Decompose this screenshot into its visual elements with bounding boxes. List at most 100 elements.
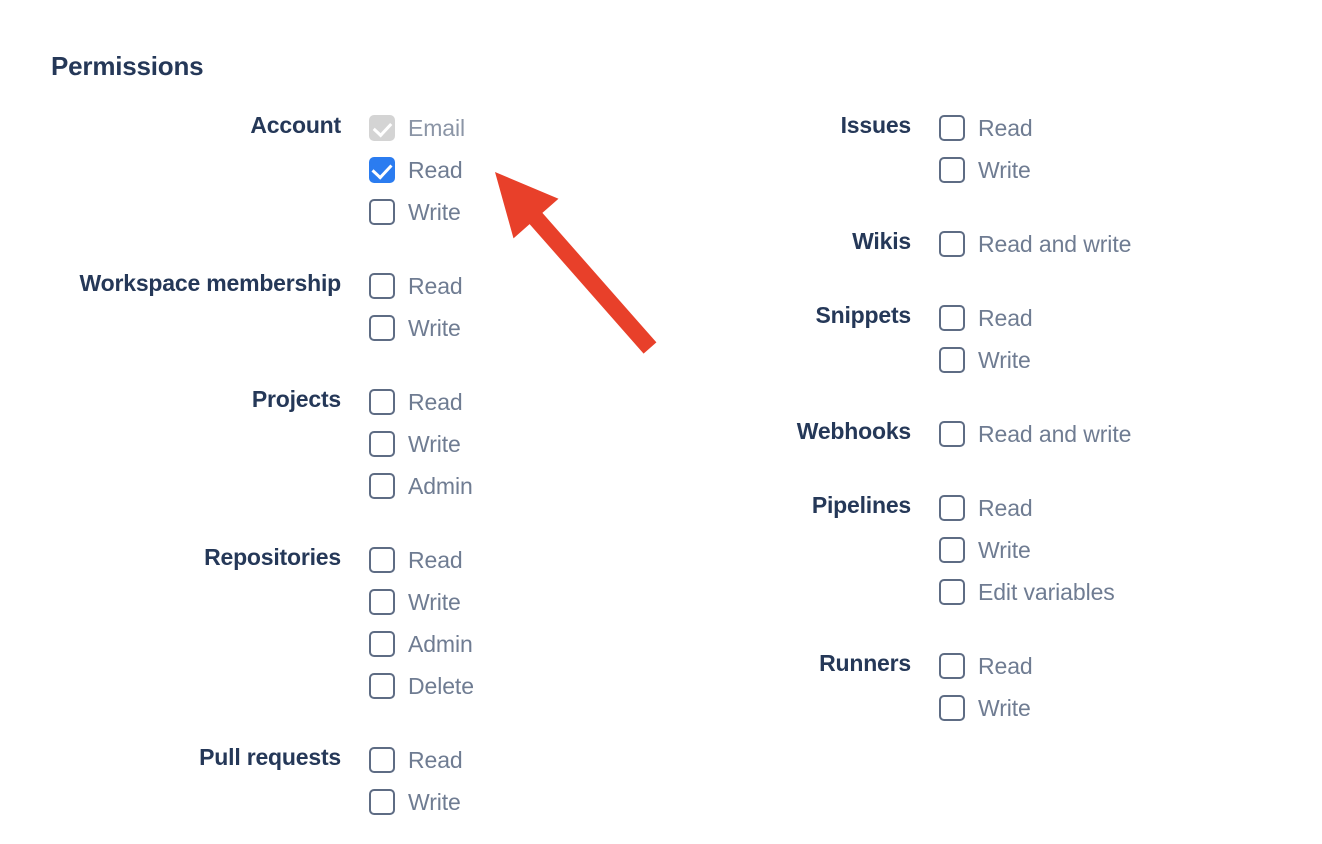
permission-row-account-read[interactable]: Read bbox=[369, 149, 660, 191]
checkbox-label-repositories-admin: Admin bbox=[408, 631, 473, 657]
checkbox-label-snippets-write: Write bbox=[978, 347, 1031, 373]
permission-row-repositories-read[interactable]: Read bbox=[369, 539, 660, 581]
checkbox-pipelines-edit-variables[interactable] bbox=[939, 579, 965, 605]
group-label-pull-requests: Pull requests bbox=[199, 744, 341, 770]
checkbox-label-runners-read: Read bbox=[978, 653, 1033, 679]
checkbox-projects-read[interactable] bbox=[369, 389, 395, 415]
permission-row-workspace-membership-write[interactable]: Write bbox=[369, 307, 660, 349]
checkbox-label-account-write: Write bbox=[408, 199, 461, 225]
checkbox-webhooks-read-and-write[interactable] bbox=[939, 421, 965, 447]
permission-row-snippets-write[interactable]: Write bbox=[939, 339, 1269, 381]
group-label-account: Account bbox=[250, 112, 341, 138]
checkbox-label-account-read: Read bbox=[408, 157, 463, 183]
permission-row-pull-requests-read[interactable]: Read bbox=[369, 739, 660, 781]
permission-row-workspace-membership-read[interactable]: Read bbox=[369, 265, 660, 307]
group-label-issues: Issues bbox=[840, 112, 912, 138]
checkbox-issues-read[interactable] bbox=[939, 115, 965, 141]
checkbox-pull-requests-read[interactable] bbox=[369, 747, 395, 773]
checkbox-label-projects-read: Read bbox=[408, 389, 463, 415]
permission-row-projects-write[interactable]: Write bbox=[369, 423, 660, 465]
checkbox-label-issues-write: Write bbox=[978, 157, 1031, 183]
checkbox-projects-admin[interactable] bbox=[369, 473, 395, 499]
checkbox-label-account-email: Email bbox=[408, 115, 466, 141]
group-label-wikis: Wikis bbox=[852, 228, 911, 254]
permission-row-wikis-read-and-write[interactable]: Read and write bbox=[939, 223, 1269, 265]
checkbox-account-read[interactable] bbox=[369, 157, 395, 183]
checkbox-label-pipelines-write: Write bbox=[978, 537, 1031, 563]
checkbox-label-repositories-delete: Delete bbox=[408, 673, 474, 699]
checkbox-label-issues-read: Read bbox=[978, 115, 1033, 141]
checkbox-workspace-membership-write[interactable] bbox=[369, 315, 395, 341]
checkbox-label-webhooks-read-and-write: Read and write bbox=[978, 421, 1132, 447]
permission-row-pipelines-write[interactable]: Write bbox=[939, 529, 1269, 571]
permission-group-wikis: Wikis Read and write bbox=[569, 223, 1269, 265]
permission-row-projects-read[interactable]: Read bbox=[369, 381, 660, 423]
group-label-projects: Projects bbox=[251, 386, 341, 412]
permission-row-account-write[interactable]: Write bbox=[369, 191, 660, 233]
check-icon bbox=[371, 158, 393, 180]
checkbox-workspace-membership-read[interactable] bbox=[369, 273, 395, 299]
checkbox-repositories-admin[interactable] bbox=[369, 631, 395, 657]
checkbox-snippets-read[interactable] bbox=[939, 305, 965, 331]
checkbox-repositories-delete[interactable] bbox=[369, 673, 395, 699]
permission-row-repositories-delete[interactable]: Delete bbox=[369, 665, 660, 707]
group-options-wikis: Read and write bbox=[911, 223, 1269, 265]
checkbox-label-workspace-membership-write: Write bbox=[408, 315, 461, 341]
checkbox-repositories-read[interactable] bbox=[369, 547, 395, 573]
checkbox-label-pipelines-edit-variables: Edit variables bbox=[978, 579, 1115, 605]
permission-row-pipelines-read[interactable]: Read bbox=[939, 487, 1269, 529]
permission-row-projects-admin[interactable]: Admin bbox=[369, 465, 660, 507]
check-icon bbox=[372, 117, 392, 138]
permission-row-runners-read[interactable]: Read bbox=[939, 645, 1269, 687]
checkbox-repositories-write[interactable] bbox=[369, 589, 395, 615]
checkbox-label-pipelines-read: Read bbox=[978, 495, 1033, 521]
checkbox-snippets-write[interactable] bbox=[939, 347, 965, 373]
checkbox-label-repositories-write: Write bbox=[408, 589, 461, 615]
permission-row-account-email[interactable]: Email bbox=[369, 107, 660, 149]
checkbox-wikis-read-and-write[interactable] bbox=[939, 231, 965, 257]
checkbox-issues-write[interactable] bbox=[939, 157, 965, 183]
checkbox-pipelines-write[interactable] bbox=[939, 537, 965, 563]
checkbox-account-email bbox=[369, 115, 395, 141]
group-label-runners: Runners bbox=[819, 650, 911, 676]
permission-row-repositories-write[interactable]: Write bbox=[369, 581, 660, 623]
page-title: Permissions bbox=[51, 51, 204, 81]
permission-row-runners-write[interactable]: Write bbox=[939, 687, 1269, 729]
checkbox-label-runners-write: Write bbox=[978, 695, 1031, 721]
permission-row-snippets-read[interactable]: Read bbox=[939, 297, 1269, 339]
permission-row-pipelines-edit-variables[interactable]: Edit variables bbox=[939, 571, 1269, 613]
group-label-webhooks: Webhooks bbox=[796, 418, 911, 444]
checkbox-account-write[interactable] bbox=[369, 199, 395, 225]
checkbox-label-projects-admin: Admin bbox=[408, 473, 473, 499]
checkbox-label-snippets-read: Read bbox=[978, 305, 1033, 331]
group-label-repositories: Repositories bbox=[204, 544, 341, 570]
permission-row-pull-requests-write[interactable]: Write bbox=[369, 781, 660, 823]
group-options-webhooks: Read and write bbox=[911, 413, 1269, 455]
checkbox-runners-read[interactable] bbox=[939, 653, 965, 679]
checkbox-runners-write[interactable] bbox=[939, 695, 965, 721]
permission-row-issues-write[interactable]: Write bbox=[939, 149, 1269, 191]
checkbox-label-projects-write: Write bbox=[408, 431, 461, 457]
permission-row-issues-read[interactable]: Read bbox=[939, 107, 1269, 149]
checkbox-label-repositories-read: Read bbox=[408, 547, 463, 573]
checkbox-pull-requests-write[interactable] bbox=[369, 789, 395, 815]
permission-row-webhooks-read-and-write[interactable]: Read and write bbox=[939, 413, 1269, 455]
checkbox-projects-write[interactable] bbox=[369, 431, 395, 457]
permission-row-repositories-admin[interactable]: Admin bbox=[369, 623, 660, 665]
checkbox-pipelines-read[interactable] bbox=[939, 495, 965, 521]
checkbox-label-pull-requests-write: Write bbox=[408, 789, 461, 815]
